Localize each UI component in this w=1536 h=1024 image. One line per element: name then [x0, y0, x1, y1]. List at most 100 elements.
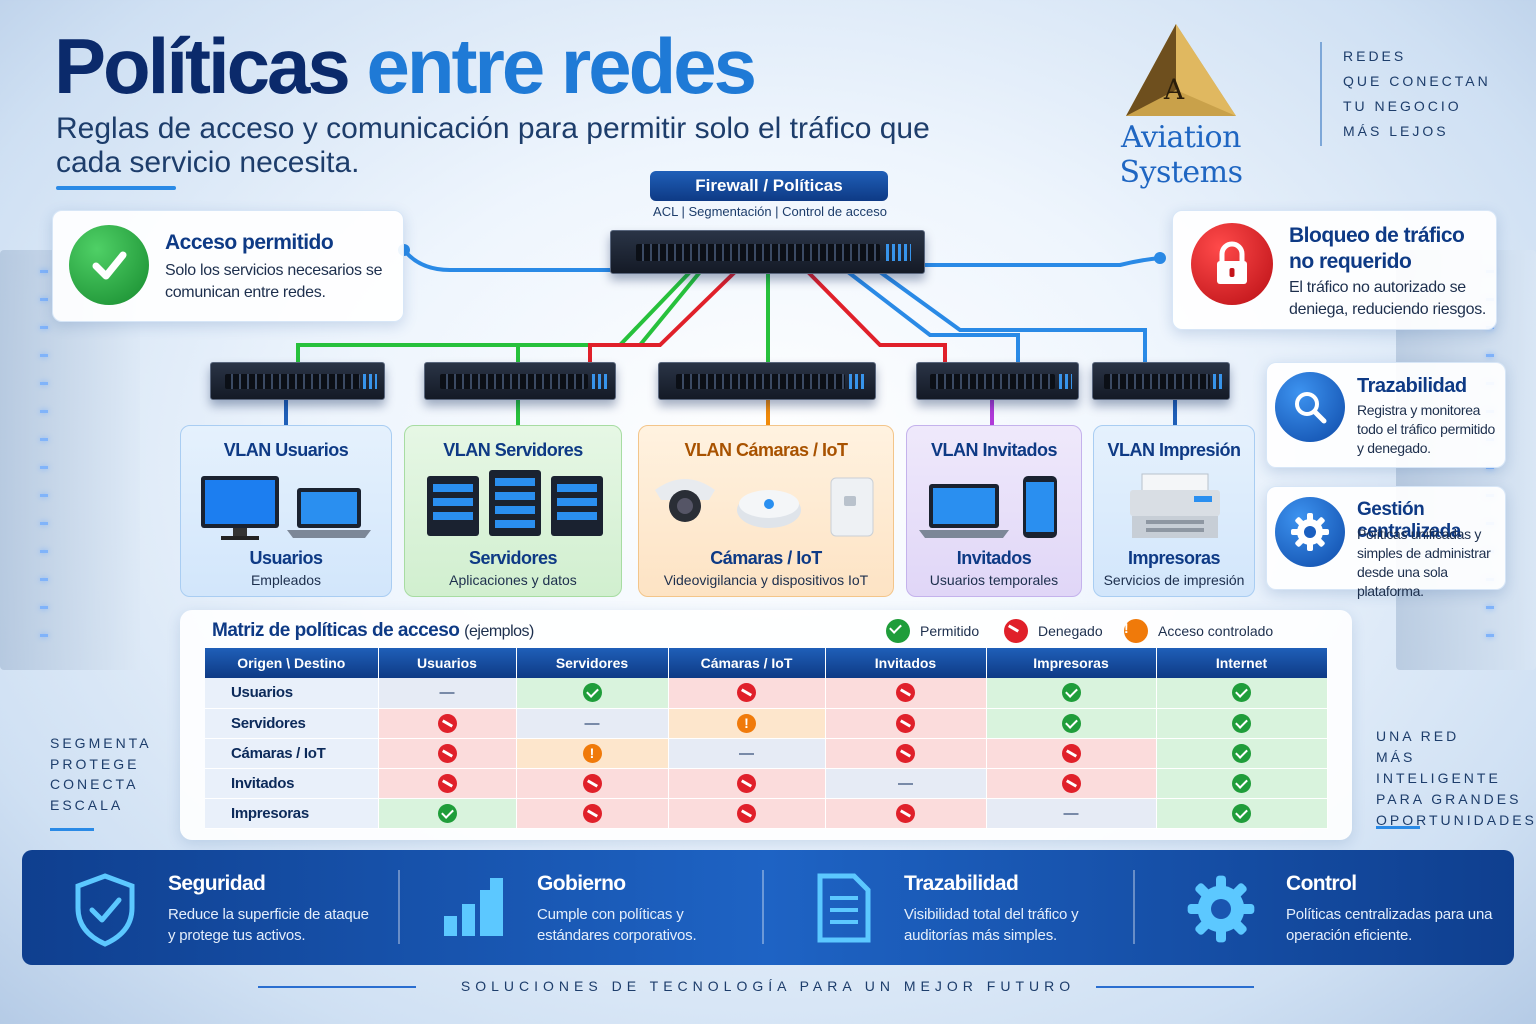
- vlan-impresion: VLAN Impresión Impresoras Servicios de i…: [1093, 425, 1255, 597]
- matrix-cell-denied: [378, 768, 517, 799]
- matrix-column-header: Invitados: [825, 648, 987, 678]
- none-symbol: —: [898, 774, 913, 792]
- matrix-column-header: Servidores: [516, 648, 669, 678]
- matrix-row: Cámaras / IoT—: [205, 738, 1328, 769]
- page-title: Políticas entre redes: [54, 22, 757, 110]
- vlan-desc: Usuarios temporales: [929, 572, 1059, 588]
- matrix-cell-allowed: [1156, 708, 1328, 739]
- logo-name: Aviation Systems: [1119, 120, 1243, 190]
- matrix-cell-allowed: [516, 678, 669, 709]
- aviation-systems-logo: A: [1126, 24, 1236, 116]
- denied-icon: [437, 743, 457, 763]
- none-symbol: —: [739, 744, 754, 762]
- feature-title: Gobierno: [537, 872, 626, 895]
- matrix-column-header: Usuarios: [378, 648, 517, 678]
- gear-icon: [1187, 875, 1255, 943]
- feature-title: Control: [1286, 872, 1357, 895]
- vlan-usuarios: VLAN Usuarios Usuarios Empleados: [180, 425, 392, 597]
- matrix-cell-denied: [668, 678, 826, 709]
- none-symbol: —: [584, 714, 600, 732]
- matrix-row-header: Impresoras: [205, 798, 379, 829]
- check-icon: [1061, 683, 1081, 703]
- check-icon: [1232, 803, 1251, 823]
- denied-icon: [737, 803, 756, 823]
- bar-chart-icon: [444, 878, 503, 936]
- matrix-cell-denied: [516, 768, 669, 799]
- matrix-row-header: Invitados: [205, 768, 379, 799]
- right-tagline-underline: [1376, 826, 1420, 829]
- card-access-allowed: Acceso permitido Solo los servicios nece…: [52, 210, 404, 322]
- vlan-desc: Aplicaciones y datos: [449, 572, 577, 588]
- gear-icon: [1275, 497, 1345, 567]
- card-title: Gestión centralizada: [1357, 499, 1461, 542]
- printer-icon: [1130, 473, 1220, 538]
- card-title: Acceso permitido: [165, 231, 334, 254]
- card-traceability: Trazabilidad Registra y monitorea todo e…: [1266, 362, 1506, 468]
- feature-text: Reduce la superficie de ataque y protege…: [168, 906, 369, 944]
- card-text: Solo los servicios necesarios se comunic…: [165, 262, 383, 301]
- magnifier-icon: [1275, 372, 1345, 442]
- tagline-line: UNA RED: [1376, 728, 1460, 744]
- matrix-cell-allowed: [1156, 738, 1328, 769]
- shield-check-icon: [75, 873, 135, 947]
- matrix-cell-denied: [825, 798, 987, 829]
- tagline-line: OPORTUNIDADES: [1376, 812, 1536, 828]
- matrix-cell-controlled: [516, 738, 669, 769]
- matrix-cell-denied: [825, 708, 987, 739]
- logo-divider: [1320, 42, 1322, 146]
- vlan-name: Cámaras / IoT: [710, 548, 822, 568]
- firewall-label: Firewall / Políticas: [650, 171, 888, 201]
- right-tagline: UNA RED MÁS INTELIGENTE PARA GRANDES OPO…: [1376, 726, 1536, 831]
- vlan-title: VLAN Invitados: [930, 440, 1058, 460]
- matrix-cell-denied: [516, 798, 669, 829]
- vlan-name: Invitados: [956, 548, 1032, 568]
- matrix-row: Servidores —: [205, 708, 1328, 739]
- tagline-line: CONECTA: [50, 776, 139, 792]
- card-centralized-management: Gestión centralizada Políticas unificada…: [1266, 486, 1506, 599]
- check-icon: [437, 803, 457, 823]
- logo-letter: A: [1163, 73, 1185, 106]
- vlan-title: VLAN Usuarios: [223, 440, 349, 460]
- matrix-cell-denied: [825, 738, 987, 769]
- vlan-camaras-iot: VLAN Cámaras / IoT Cámaras / IoT Videovi…: [638, 425, 894, 597]
- tagline-line: QUE CONECTAN: [1343, 73, 1491, 89]
- tagline-line: ESCALA: [50, 796, 124, 813]
- vlan-name: Servidores: [468, 548, 558, 568]
- matrix-cell-denied: [378, 708, 517, 739]
- feature-divider: [762, 870, 764, 944]
- vlan-name: Usuarios: [249, 548, 323, 568]
- legend-denied: Denegado: [1004, 619, 1103, 643]
- vlan-invitados: VLAN Invitados Invitados Usuarios tempor…: [906, 425, 1082, 597]
- firewall-subtitle: ACL | Segmentación | Control de acceso: [653, 204, 887, 219]
- matrix-row: Invitados —: [205, 768, 1328, 799]
- lock-icon: [1191, 223, 1273, 305]
- check-icon: [1232, 683, 1251, 703]
- denied-icon: [896, 683, 915, 703]
- legend-controlled: Acceso controlado: [1124, 619, 1273, 643]
- matrix-cell-denied: [825, 678, 987, 709]
- matrix-cell-allowed: [378, 798, 517, 829]
- matrix-title: Matriz de políticas de acceso (ejemplos): [212, 620, 534, 641]
- denied-icon: [737, 683, 756, 703]
- card-title: Trazabilidad: [1357, 375, 1467, 397]
- matrix-cell-allowed: [1156, 768, 1328, 799]
- feature-divider: [398, 870, 400, 944]
- tagline-line: MÁS LEJOS: [1343, 123, 1449, 139]
- tagline-line: PROTEGE: [50, 755, 140, 772]
- warning-icon: [582, 743, 602, 763]
- matrix-row-header: Servidores: [205, 708, 379, 739]
- vlan-desc: Servicios de impresión: [1103, 572, 1245, 588]
- matrix-cell-none: —: [825, 768, 987, 799]
- footer-slogan: SOLUCIONES DE TECNOLOGÍA PARA UN MEJOR F…: [460, 978, 1076, 994]
- tagline-line: MÁS INTELIGENTE: [1376, 749, 1501, 786]
- card-text: Registra y monitorea todo el tráfico per…: [1357, 402, 1496, 456]
- tagline-line: SEGMENTA: [50, 735, 152, 751]
- matrix-cell-controlled: [668, 708, 826, 739]
- matrix-row-header: Usuarios: [205, 678, 379, 709]
- matrix-cell-none: —: [516, 708, 669, 739]
- vlan-title: VLAN Impresión: [1107, 440, 1241, 460]
- check-icon: [1232, 773, 1251, 793]
- denied-icon: [582, 803, 602, 823]
- left-tagline-underline: [50, 828, 94, 831]
